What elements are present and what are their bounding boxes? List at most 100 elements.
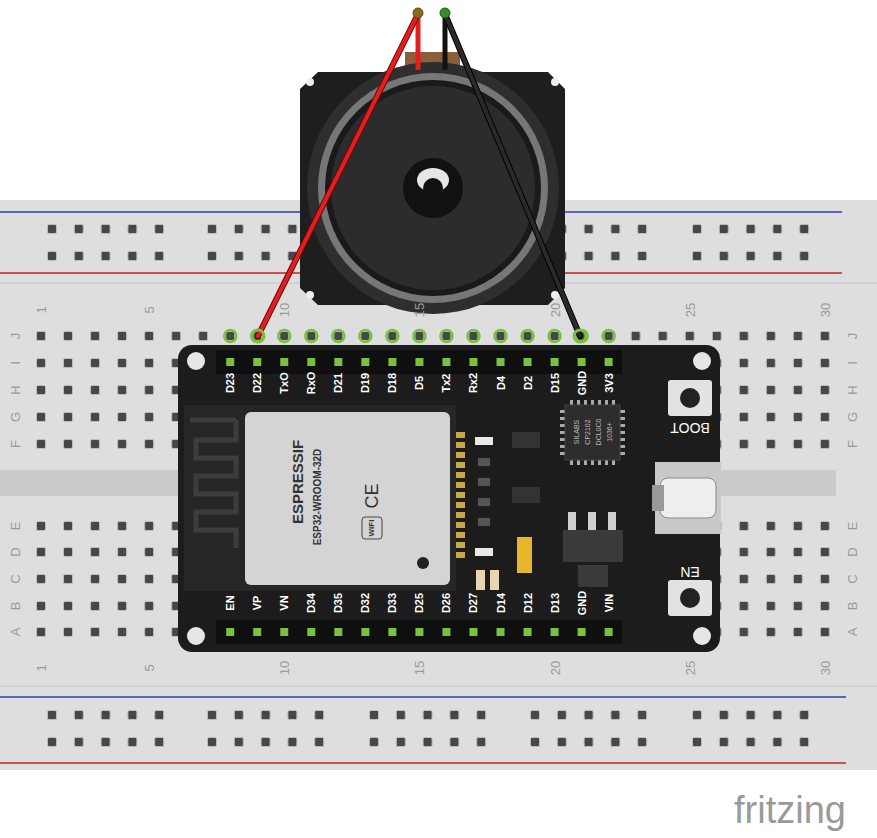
breadboard-hole xyxy=(234,252,243,261)
chip-leg xyxy=(620,424,625,427)
smd-part xyxy=(475,548,493,556)
row-letter: F xyxy=(846,440,859,448)
module-pad xyxy=(456,482,465,488)
regulator-leg xyxy=(608,512,616,530)
speaker-center xyxy=(423,178,443,198)
breadboard-hole xyxy=(712,332,721,341)
breadboard-hole xyxy=(739,359,748,368)
breadboard-hole xyxy=(793,575,802,584)
smd-part xyxy=(478,518,490,526)
breadboard-hole xyxy=(766,440,775,449)
breadboard-hole xyxy=(91,522,100,531)
wire-end xyxy=(574,330,586,342)
breadboard-hole xyxy=(37,359,46,368)
speaker-screw xyxy=(551,78,559,86)
transistor xyxy=(512,432,540,448)
breadboard-hole xyxy=(773,252,782,261)
breadboard-hole xyxy=(48,711,57,720)
breadboard-hole xyxy=(766,332,775,341)
breadboard-hole xyxy=(550,332,559,341)
breadboard-hole xyxy=(746,252,755,261)
breadboard-hole xyxy=(48,252,57,261)
breadboard-hole xyxy=(477,711,486,720)
chip-leg xyxy=(620,431,625,434)
tantalum-cap xyxy=(517,537,532,573)
breadboard-hole xyxy=(820,602,829,611)
wire-end xyxy=(252,330,264,342)
usb-lip xyxy=(652,485,664,511)
breadboard-hole xyxy=(64,575,73,584)
chip-leg xyxy=(570,460,573,465)
breadboard-hole xyxy=(361,332,370,341)
breadboard-hole xyxy=(793,413,802,422)
breadboard-hole xyxy=(226,332,235,341)
breadboard-hole xyxy=(145,359,154,368)
transistor xyxy=(512,487,540,503)
row-letter: D xyxy=(846,547,859,556)
chip-leg xyxy=(598,400,601,405)
chip-leg xyxy=(591,400,594,405)
breadboard-hole xyxy=(523,628,532,637)
column-number: 20 xyxy=(548,661,561,675)
breadboard-hole xyxy=(145,386,154,395)
breadboard-hole xyxy=(74,738,83,747)
breadboard-hole xyxy=(37,522,46,531)
breadboard-hole xyxy=(773,711,782,720)
breadboard-hole xyxy=(450,711,459,720)
module-pad xyxy=(456,492,465,498)
breadboard-hole xyxy=(577,628,586,637)
speaker-cone xyxy=(331,86,535,290)
chip-leg xyxy=(605,460,608,465)
breadboard-hole xyxy=(37,548,46,557)
breadboard-hole xyxy=(658,332,667,341)
breadboard-hole xyxy=(48,738,57,747)
row-letter: E xyxy=(9,522,22,531)
mount-hole xyxy=(187,627,205,645)
breadboard-hole xyxy=(800,738,809,747)
breadboard-hole xyxy=(739,628,748,637)
breadboard-hole xyxy=(128,252,137,261)
chip-leg xyxy=(620,438,625,441)
row-letter: G xyxy=(846,412,859,422)
breadboard-hole xyxy=(746,738,755,747)
breadboard-hole xyxy=(496,332,505,341)
breadboard-hole xyxy=(361,628,370,637)
header-pin xyxy=(497,628,505,636)
connected-hole xyxy=(495,330,507,342)
button-label: EN xyxy=(680,565,699,579)
breadboard-hole xyxy=(261,738,270,747)
row-letter: C xyxy=(9,574,22,583)
module-pad xyxy=(456,512,465,518)
breadboard-hole xyxy=(145,628,154,637)
breadboard-hole xyxy=(118,359,127,368)
breadboard-hole xyxy=(746,711,755,720)
pin-name: VIN xyxy=(603,594,614,612)
column-number: 25 xyxy=(683,661,696,675)
row-letter: A xyxy=(846,628,859,637)
breadboard-hole xyxy=(800,252,809,261)
breadboard-hole xyxy=(766,548,775,557)
breadboard-hole xyxy=(118,602,127,611)
pin-name: D15 xyxy=(549,373,560,393)
breadboard-hole xyxy=(746,225,755,234)
module-pad xyxy=(456,522,465,528)
row-letter: B xyxy=(9,602,22,611)
breadboard-hole xyxy=(155,225,164,234)
breadboard-hole xyxy=(693,252,702,261)
breadboard-hole xyxy=(37,602,46,611)
header-pin xyxy=(578,358,586,366)
smd-part xyxy=(490,570,499,590)
breadboard-hole xyxy=(773,738,782,747)
connected-hole xyxy=(440,330,452,342)
breadboard-hole xyxy=(37,440,46,449)
wire-end xyxy=(413,8,423,18)
speaker-surround xyxy=(318,73,548,303)
breadboard-hole xyxy=(334,628,343,637)
breadboard-hole xyxy=(91,332,100,341)
breadboard-hole xyxy=(719,225,728,234)
column-number: 15 xyxy=(413,661,426,675)
row-letter: E xyxy=(846,522,859,531)
header-pin xyxy=(551,358,559,366)
pin-name: EN xyxy=(225,595,236,610)
